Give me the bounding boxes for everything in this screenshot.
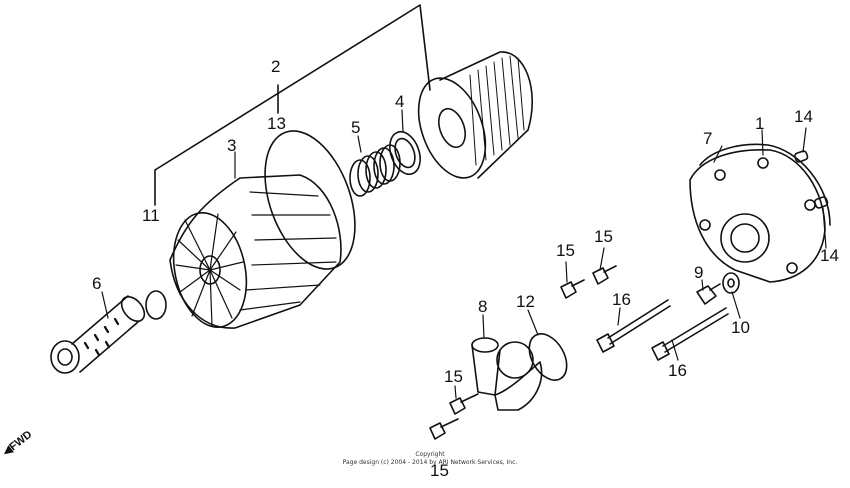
callout-8[interactable]: 8 [478,297,488,316]
callout-13[interactable]: 13 [267,114,286,133]
part-16-long-bolt-b[interactable] [651,307,729,361]
part-5-spring[interactable] [349,144,401,197]
part-6-strainer-bolt[interactable] [50,292,149,374]
part-7-gasket[interactable] [699,143,831,226]
part-14-dowel-pins[interactable] [794,150,829,209]
part-2-filter-element[interactable] [406,51,533,187]
callout-7[interactable]: 7 [703,129,713,148]
callout-2[interactable]: 2 [271,57,281,76]
callout-11[interactable]: 11 [142,206,160,225]
callout-10[interactable]: 10 [731,318,750,337]
part-9-bolt[interactable] [696,283,721,305]
callout-14-right[interactable]: 14 [820,246,839,265]
callout-3[interactable]: 3 [227,136,237,155]
part-11-o-ring[interactable] [145,290,167,320]
callout-15-a[interactable]: 15 [556,241,575,260]
part-15-flange-bolt-a[interactable] [560,279,585,299]
group-bracket-lines [154,4,431,206]
part-8-outlet-fitting[interactable] [471,337,543,411]
copyright-line-2: Page design (c) 2004 - 2014 by ARI Netwo… [342,459,518,466]
callout-1[interactable]: 1 [755,114,765,133]
callout-14-top[interactable]: 14 [794,107,813,126]
callout-15-c[interactable]: 15 [444,367,463,386]
callout-15-b[interactable]: 15 [594,227,613,246]
part-13-large-o-ring[interactable] [248,119,372,282]
callout-15-d[interactable]: 15 [430,461,449,480]
part-3-filter-housing[interactable] [164,174,342,334]
part-10-washer[interactable] [722,272,740,294]
part-4-washer[interactable] [384,128,425,179]
callout-12[interactable]: 12 [516,292,535,311]
part-15-flange-bolt-d[interactable] [429,418,459,440]
callout-5[interactable]: 5 [351,118,361,137]
part-1-pump-cover[interactable] [689,149,826,283]
part-15-flange-bolt-c[interactable] [449,393,479,415]
leader-lines [101,109,827,399]
callout-16-b[interactable]: 16 [668,361,687,380]
part-16-long-bolt-a[interactable] [596,299,671,353]
callout-4[interactable]: 4 [395,92,405,111]
copyright-line-1: Copyright [415,451,445,458]
part-15-flange-bolt-b[interactable] [592,265,617,285]
part-12-o-ring[interactable] [522,327,575,386]
callout-16-a[interactable]: 16 [612,290,631,309]
callout-6[interactable]: 6 [92,274,102,293]
copyright-notice: Copyright Page design (c) 2004 - 2014 by… [335,451,525,467]
callout-9[interactable]: 9 [694,263,704,282]
